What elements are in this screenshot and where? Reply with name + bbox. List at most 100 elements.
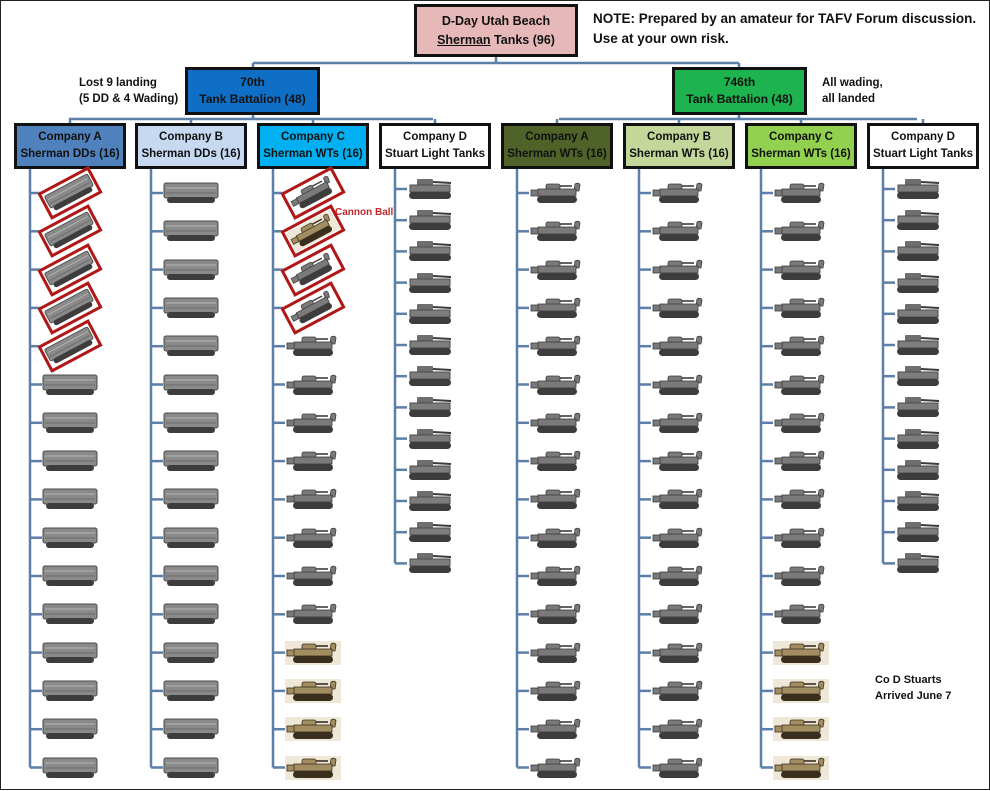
sherman-wading-tank-icon	[529, 717, 585, 741]
sherman-wading-tank-icon	[773, 373, 829, 397]
stuart-light-tank-icon	[895, 177, 951, 201]
stuart-light-tank-icon	[895, 551, 951, 575]
company-tank-type: Sherman DDs (16)	[20, 148, 120, 160]
sherman-wading-tank-icon	[285, 564, 341, 588]
stuart-light-tank-icon	[895, 208, 951, 232]
sherman-wading-tank-icon	[773, 296, 829, 320]
sherman-dd-tank-icon	[163, 641, 219, 665]
sherman-wading-tank-icon	[529, 602, 585, 626]
sherman-wading-tank-icon	[529, 258, 585, 282]
sherman-wading-tank-icon	[529, 756, 585, 780]
root-title-line2: Sherman Tanks (96)	[437, 31, 555, 49]
company-tank-type: Stuart Light Tanks	[872, 148, 974, 160]
root-title-line1: D-Day Utah Beach	[441, 14, 551, 29]
sherman-wading-tank-icon	[651, 373, 707, 397]
sherman-wading-tank-icon	[651, 181, 707, 205]
co-d-note-line1: Co D Stuarts	[875, 674, 942, 686]
battalion-746th-name: 746th	[723, 74, 756, 89]
battalion-746th-box: 746th Tank Battalion (48)	[672, 67, 807, 115]
sherman-wading-tank-icon	[773, 411, 829, 435]
sherman-wading-tank-icon	[651, 679, 707, 703]
annotation-70-line1: Lost 9 landing	[79, 77, 157, 89]
sherman-wading-tank-icon	[773, 181, 829, 205]
sherman-dd-tank-icon	[163, 756, 219, 780]
root-title-count: Tanks (96)	[490, 32, 555, 47]
sherman-wading-tank-icon	[651, 449, 707, 473]
company-tank-type: Stuart Light Tanks	[384, 148, 486, 160]
sherman-wading-tank-icon	[285, 373, 341, 397]
sherman-dd-tank-icon	[42, 641, 98, 665]
sherman-wading-tank-icon	[529, 564, 585, 588]
sherman-photo-tank-icon	[285, 755, 341, 780]
sherman-dd-tank-icon	[42, 449, 98, 473]
sherman-wading-tank-icon	[529, 373, 585, 397]
sherman-dd-tank-icon	[42, 717, 98, 741]
sherman-dd-tank-icon	[163, 258, 219, 282]
cannon-ball-label: Cannon Ball	[335, 207, 394, 218]
sherman-wading-tank-icon	[773, 602, 829, 626]
sherman-dd-tank-icon	[42, 373, 98, 397]
sherman-wading-tank-icon	[529, 449, 585, 473]
sherman-wading-tank-icon	[651, 334, 707, 358]
stuart-light-tank-icon	[895, 239, 951, 263]
sherman-wading-tank-icon	[285, 411, 341, 435]
stuart-light-tank-icon	[407, 177, 463, 201]
sherman-wading-tank-icon	[773, 258, 829, 282]
stuart-light-tank-icon	[407, 427, 463, 451]
battalion-746th-size: Tank Battalion (48)	[686, 92, 793, 106]
sherman-wading-tank-icon	[651, 258, 707, 282]
stuart-light-tank-icon	[895, 333, 951, 357]
sherman-wading-tank-icon	[773, 334, 829, 358]
battalion-70th-name: 70th	[240, 74, 265, 89]
stuart-light-tank-icon	[895, 395, 951, 419]
sherman-wading-tank-icon	[285, 334, 341, 358]
company-tank-type: Sherman WTs (16)	[751, 148, 851, 160]
sherman-dd-tank-icon	[42, 602, 98, 626]
stuart-light-tank-icon	[407, 520, 463, 544]
company-tank-type: Sherman WTs (16)	[507, 148, 607, 160]
company-name: Company B	[159, 131, 223, 144]
company-name: Company D	[403, 131, 467, 144]
sherman-dd-tank-icon	[43, 210, 98, 253]
stuart-light-tank-icon	[407, 458, 463, 482]
sherman-dd-tank-icon	[42, 487, 98, 511]
sherman-dd-tank-icon	[163, 296, 219, 320]
company-box-3: Company D Stuart Light Tanks	[379, 123, 491, 169]
sherman-dd-tank-icon	[163, 717, 219, 741]
sherman-dd-tank-icon	[43, 172, 98, 215]
sherman-wading-tank-icon	[773, 526, 829, 550]
stuart-light-tank-icon	[895, 302, 951, 326]
sherman-dd-tank-icon	[163, 449, 219, 473]
sherman-photo-tank-icon	[285, 678, 341, 703]
annotation-746-line2: all landed	[822, 93, 876, 106]
stuart-light-tank-icon	[895, 427, 951, 451]
company-name: Company C	[281, 131, 345, 144]
sherman-wading-tank-icon	[651, 602, 707, 626]
company-tank-type: Sherman DDs (16)	[141, 148, 241, 160]
stuart-light-tank-icon	[407, 489, 463, 513]
sherman-wading-tank-icon	[529, 641, 585, 665]
co-d-note-line2: Arrived June 7	[875, 689, 952, 702]
sherman-dd-tank-icon	[163, 373, 219, 397]
sherman-wading-tank-icon	[773, 487, 829, 511]
sherman-wading-tank-icon	[651, 756, 707, 780]
sherman-dd-tank-icon	[42, 564, 98, 588]
root-title-sherman: Sherman	[437, 32, 491, 47]
sherman-photo-tank-icon	[285, 640, 341, 665]
disclaimer-note: NOTE: Prepared by an amateur for TAFV Fo…	[593, 9, 976, 50]
battalion-746th-annotation: All wading, all landed	[822, 75, 883, 107]
note-line2: Use at your own risk.	[593, 31, 729, 47]
sherman-wading-tank-icon	[773, 564, 829, 588]
sherman-wading-tank-icon	[651, 296, 707, 320]
sherman-dd-tank-icon	[163, 411, 219, 435]
stuart-light-tank-icon	[895, 489, 951, 513]
sherman-wading-tank-icon	[651, 526, 707, 550]
stuart-light-tank-icon	[895, 364, 951, 388]
stuart-light-tank-icon	[407, 271, 463, 295]
company-box-1: Company B Sherman DDs (16)	[135, 123, 247, 169]
sherman-dd-tank-icon	[42, 756, 98, 780]
